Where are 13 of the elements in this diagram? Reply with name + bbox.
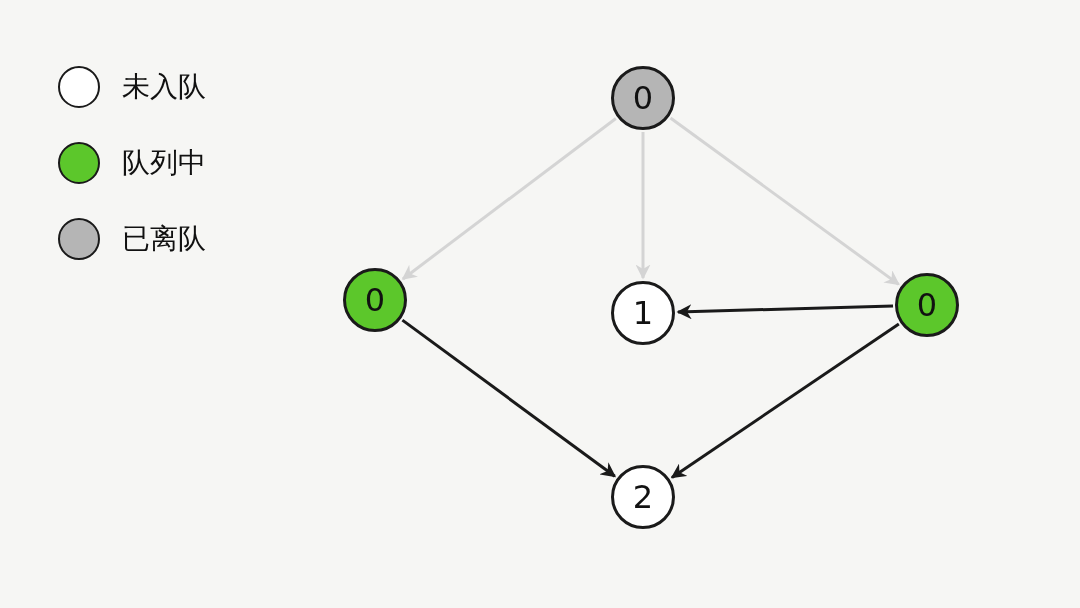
legend-label: 未入队 [122, 69, 206, 105]
legend-label: 已离队 [122, 221, 206, 257]
node-label: 0 [916, 289, 938, 321]
node-label: 0 [632, 82, 654, 114]
arrow [676, 304, 894, 320]
legend-label: 队列中 [122, 145, 206, 181]
arrow [669, 116, 900, 286]
node-label: 2 [632, 481, 654, 513]
arrow [401, 117, 617, 281]
arrow [635, 132, 651, 280]
node-label: 1 [632, 297, 654, 329]
node-label: 0 [364, 284, 386, 316]
arrow [401, 318, 616, 478]
